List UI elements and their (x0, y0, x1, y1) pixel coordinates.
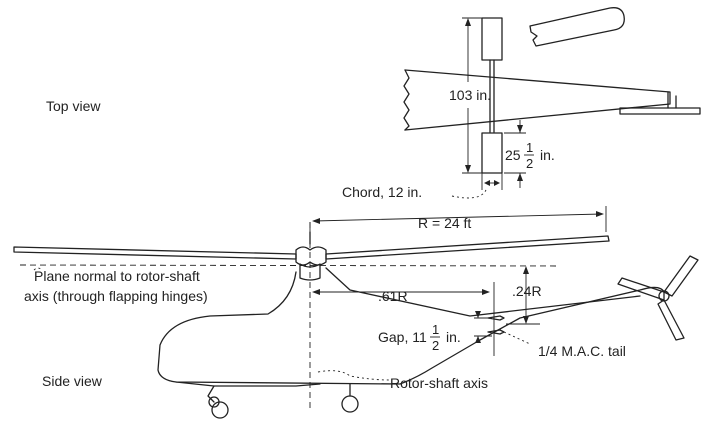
side-stabilizer (487, 315, 505, 321)
rotor-radius-dim (313, 213, 603, 222)
side-view-label: Side view (42, 373, 103, 389)
gap-unit: in. (446, 329, 461, 345)
plane-label-line2: axis (through flapping hinges) (24, 288, 208, 304)
stabilizer-chord-denominator: 2 (526, 156, 533, 171)
rotor-radius-label: R = 24 ft (418, 215, 471, 231)
fuselage-outline (157, 271, 665, 385)
tail-rotor-side (617, 277, 665, 301)
gap-label: Gap, 11 (378, 329, 427, 345)
tail-boom-plan (404, 69, 671, 131)
top-view-group: 103 in. 25 1 2 in. Chord, 12 in. (342, 7, 701, 200)
rear-wheel (341, 395, 359, 413)
boom-break-mark (403, 69, 410, 131)
plane-normal-line (19, 264, 561, 267)
rotor-hub (295, 246, 327, 266)
chord-label: Chord, 12 in. (342, 184, 422, 200)
shaft-axis-label: Rotor-shaft axis (390, 375, 488, 391)
gap-numerator: 1 (432, 322, 439, 337)
plane-label-line1: Plane normal to rotor-shaft (34, 268, 200, 284)
main-rotor-blade (13, 246, 297, 260)
upper-stabilizer (481, 17, 503, 61)
front-wheel (211, 401, 229, 419)
mac-label: 1/4 M.A.C. tail (538, 343, 626, 359)
stabilizer-chord-unit: in. (540, 147, 555, 163)
dist-y-label: .24R (512, 283, 542, 299)
stabilizer-chord-whole: 25 (505, 147, 521, 163)
side-view-group: R = 24 ft .61R .24R (13, 206, 699, 419)
lower-stabilizer (481, 132, 503, 174)
span-label: 103 in. (449, 87, 491, 103)
dist-x-label: .61R (378, 288, 408, 304)
top-view-label: Top view (46, 98, 101, 114)
stabilizer-chord-numerator: 1 (526, 140, 533, 155)
broken-blade-sketch (529, 7, 625, 47)
landing-gear (207, 385, 215, 403)
tail-rotor-plan (619, 107, 701, 115)
gap-denominator: 2 (432, 338, 439, 353)
